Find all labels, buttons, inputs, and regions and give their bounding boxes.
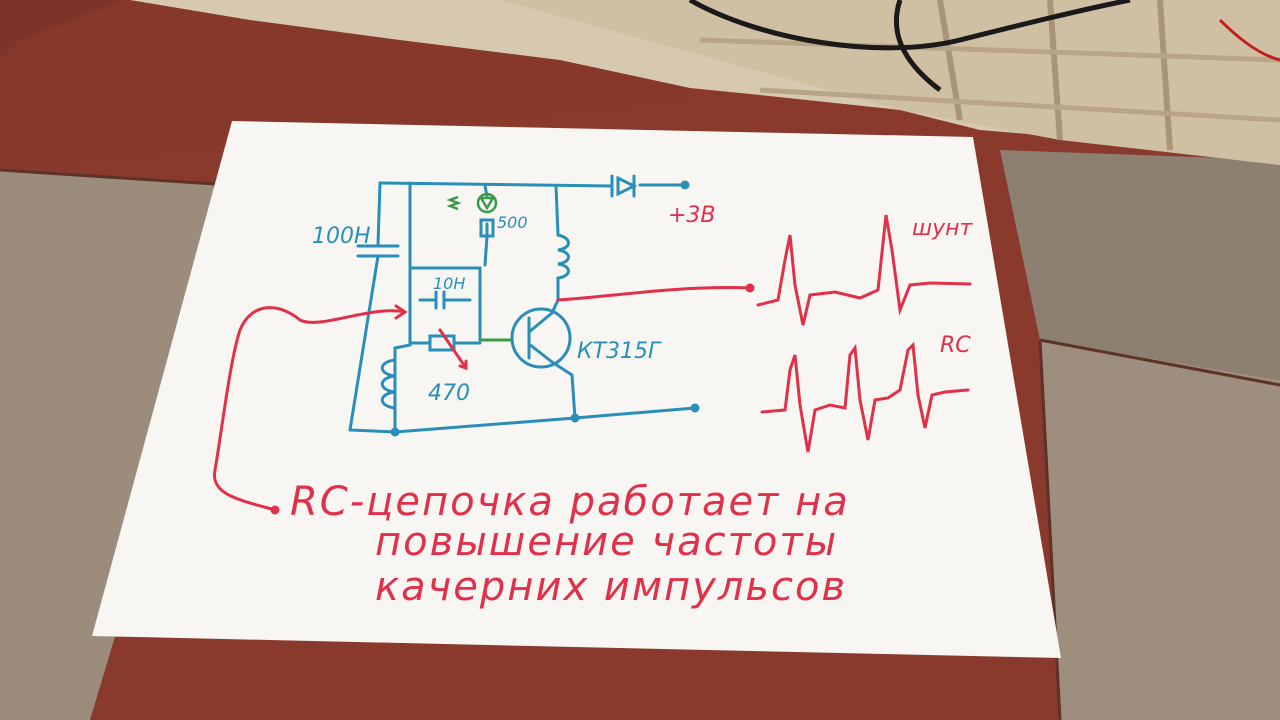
fabric-cloth <box>130 0 1280 165</box>
label-resistor-top: 500 <box>497 213 528 232</box>
label-cap-main: 100Н <box>312 224 371 249</box>
label-shunt: шунт <box>912 216 974 241</box>
schematic <box>348 174 700 437</box>
label-pot: 470 <box>428 381 470 406</box>
red-ink-wires <box>213 214 972 515</box>
note-line-3: качерних импульсов <box>375 564 847 610</box>
black-cable <box>688 0 1280 92</box>
label-rc: RC <box>940 333 971 358</box>
label-cap-small: 10Н <box>433 274 465 293</box>
note-line-1: RC-цепочка работает на <box>290 479 850 525</box>
note-line-2: повышение частоты <box>375 519 838 565</box>
led-icon <box>446 192 498 214</box>
label-transistor: КТ315Г <box>577 339 662 364</box>
paper-sheet <box>92 121 1061 658</box>
label-supply: +3В <box>668 203 716 228</box>
